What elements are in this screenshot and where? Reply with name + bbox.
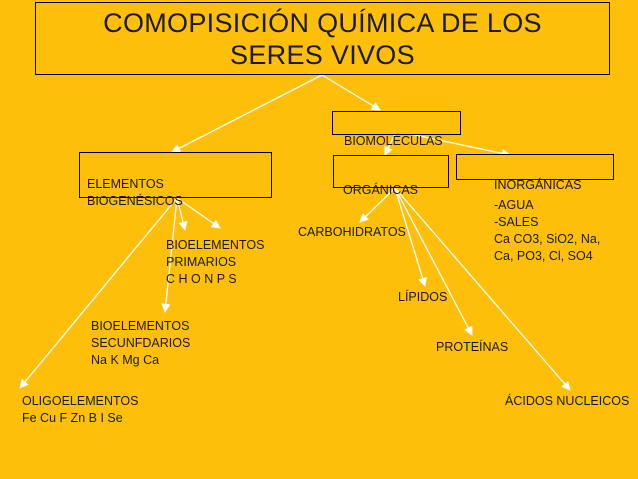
node-organicas: ORGÁNICAS	[333, 155, 449, 197]
arrow-title-to-biomoleculas	[321, 74, 381, 111]
node-biomoleculas: BIOMOLÉCULAS	[332, 111, 461, 148]
arrow-elementos-to-primarios-2	[176, 197, 188, 231]
node-inorganicas-label: INORGÁNICAS	[494, 178, 582, 192]
arrow-elementos-to-oligoelementos	[19, 197, 178, 389]
node-lipidos: LÍPIDOS	[398, 290, 448, 304]
node-biomoleculas-label: BIOMOLÉCULAS	[344, 134, 443, 148]
arrow-title-to-elementos	[171, 74, 323, 153]
arrow-biomoleculas-to-organicas	[384, 133, 396, 156]
node-bioelementos-secundarios: BIOELEMENTOS SECUNFDARIOS Na K Mg Ca	[91, 319, 191, 367]
arrow-elementos-to-primarios	[176, 197, 221, 229]
arrow-organicas-to-carbohidratos	[359, 187, 396, 223]
node-bioelementos-primarios: BIOELEMENTOS PRIMARIOS C H O N P S	[166, 238, 265, 286]
arrow-organicas-to-lipidos	[394, 187, 427, 287]
node-organicas-label: ORGÁNICAS	[343, 183, 419, 197]
node-inorganicas-lista: -AGUA -SALES Ca CO3, SiO2, Na, Ca, PO3, …	[494, 198, 601, 263]
node-acidos-nucleicos: ÁCIDOS NUCLEICOS	[505, 394, 630, 408]
page-title: COMOPISICIÓN QUÍMICA DE LOS SERES VIVOS	[103, 7, 542, 70]
node-elementos-biogenesicos: ELEMENTOS BIOGENÉSICOS	[79, 152, 272, 208]
arrow-organicas-to-proteinas	[394, 187, 473, 336]
node-carbohidratos: CARBOHIDRATOS	[298, 225, 406, 239]
arrow-elementos-to-secundarios	[161, 197, 178, 313]
node-inorganicas: INORGÁNICAS	[456, 154, 614, 192]
node-proteinas: PROTEÍNAS	[436, 340, 509, 354]
node-elementos-biogenesicos-label: ELEMENTOS BIOGENÉSICOS	[87, 177, 183, 208]
arrow-organicas-to-acidos	[394, 187, 571, 391]
arrow-biomoleculas-to-inorganicas	[409, 133, 511, 158]
title-box: COMOPISICIÓN QUÍMICA DE LOS SERES VIVOS	[35, 2, 610, 75]
node-oligoelementos: OLIGOELEMENTOS Fe Cu F Zn B I Se	[22, 394, 139, 425]
